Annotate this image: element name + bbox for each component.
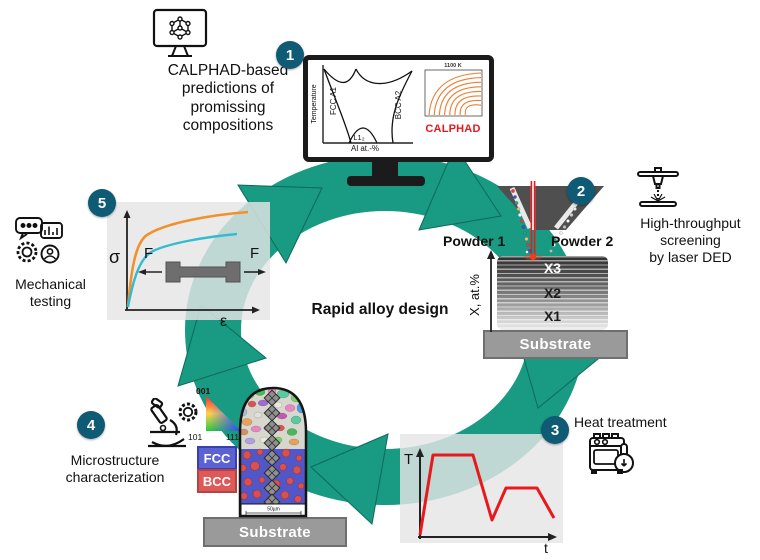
- calphad-monitor-icon: [152, 8, 208, 57]
- step5-badge: 5: [88, 189, 116, 217]
- fcc-legend-chip: FCC: [197, 446, 237, 470]
- furnace-icon: [589, 433, 634, 474]
- contour-lines: [428, 72, 482, 116]
- diagram-title: Rapid alloy design: [311, 301, 449, 318]
- heat-treatment-panel: [400, 434, 563, 543]
- phase-diagram-plot: Temperature FCC A1 BCC A2 L1₂ Al at.-%: [311, 65, 413, 152]
- phase-region-fcc: FCC A1: [329, 86, 338, 115]
- arrowhead-4-to-5: [177, 304, 268, 387]
- laser-ded-icon: [637, 167, 679, 207]
- contour-column: 1100 K CALPHAD: [420, 61, 486, 156]
- step1-badge: 1: [276, 41, 304, 69]
- step3-badge: 3: [541, 416, 569, 444]
- arrowhead-3-to-4: [310, 433, 389, 525]
- calphad-contour-plot: 1100 K: [424, 63, 483, 117]
- arrowhead-1-to-2: [418, 144, 502, 231]
- stack-label-x3: X3: [543, 260, 562, 276]
- cycle-arrowheads: [177, 144, 605, 525]
- monitor-base: [347, 176, 425, 186]
- calphad-caption: CALPHAD: [425, 123, 481, 135]
- phase-region-l12: L1₂: [353, 133, 364, 142]
- step4-badge: 4: [77, 411, 105, 439]
- step2-badge: 2: [567, 177, 595, 205]
- phase-boundaries: [323, 68, 413, 144]
- step5-label: Mechanical testing: [15, 276, 86, 309]
- step1-label: CALPHAD-based predictions of promissing …: [167, 62, 289, 134]
- step3-label: Heat treatment: [574, 414, 667, 430]
- substrate-bar-micro: Substrate: [203, 517, 347, 547]
- mechanical-testing-icon: [15, 217, 63, 264]
- step4-label: Microstructure characterization: [65, 452, 165, 485]
- powder1-label: Powder 1: [443, 233, 506, 249]
- ded-layer-stack: X3 X2 X1: [497, 256, 608, 330]
- stack-label-x1: X1: [543, 308, 562, 324]
- phase-xlabel: Al at.-%: [351, 144, 379, 152]
- bcc-legend-chip: BCC: [197, 469, 237, 493]
- monitor-display: Temperature FCC A1 BCC A2 L1₂ Al at.-% 1…: [303, 55, 494, 162]
- monitor-neck: [372, 158, 398, 178]
- step2-label: High-throughput screening by laser DED: [640, 215, 741, 265]
- stress-strain-panel: [107, 202, 270, 320]
- stack-label-x2: X2: [543, 285, 562, 301]
- powder2-label: Powder 2: [551, 233, 614, 249]
- microscope-icon: [148, 398, 198, 448]
- substrate-bar-ded: Substrate: [483, 330, 628, 359]
- phase-region-bcc: BCC A2: [394, 90, 403, 119]
- phase-ylabel: Temperature: [311, 84, 318, 123]
- contour-title: 1100 K: [444, 63, 461, 69]
